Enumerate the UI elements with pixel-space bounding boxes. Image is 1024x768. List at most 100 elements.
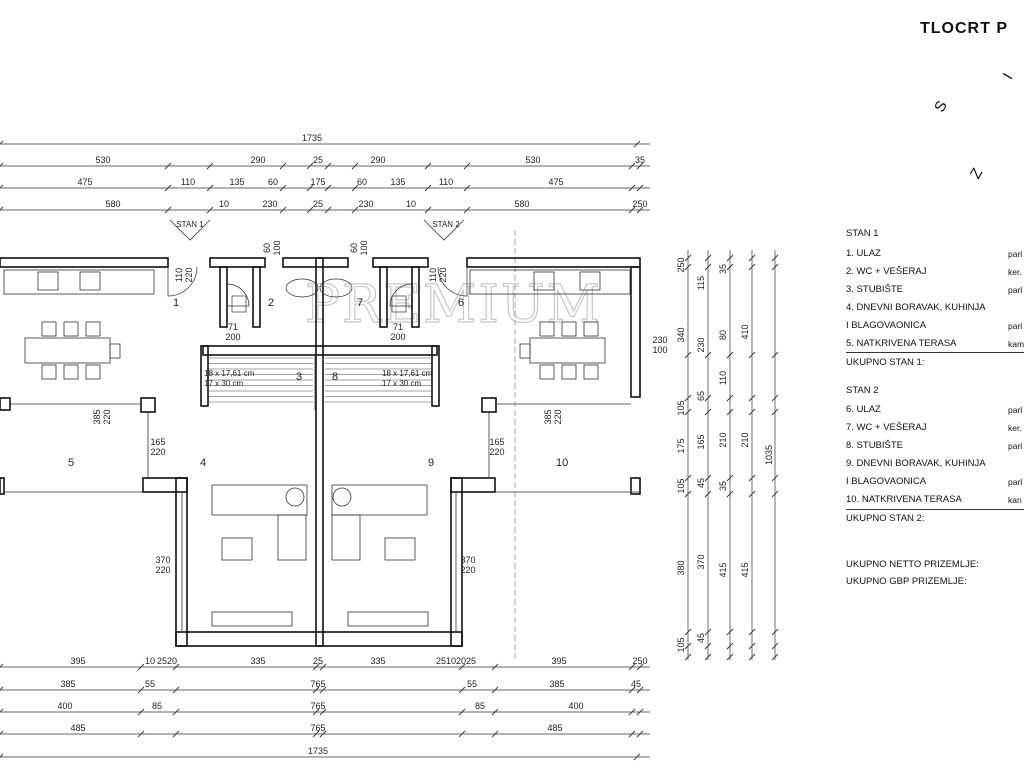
- dimension-tick: [748, 653, 756, 661]
- opening-dim-b: 220: [150, 447, 165, 457]
- dimension-tick: [704, 394, 712, 402]
- drawing-title: TLOCRT P: [920, 20, 1008, 37]
- legend-item-label: 5. NATKRIVENA TERASA: [846, 338, 957, 349]
- right-dim-label: 80: [718, 330, 728, 340]
- top-overall-dim: 1735: [302, 133, 322, 143]
- top-dim-label: 580: [514, 199, 529, 209]
- legend-item-label: I BLAGOVAONICA: [846, 320, 927, 331]
- bottom-dim-label: 400: [57, 701, 72, 711]
- dimension-tick: [771, 263, 779, 271]
- top-dim-label: 230: [358, 199, 373, 209]
- opening-dim-a: 60: [262, 243, 272, 253]
- bottom-dim-label: 335: [370, 656, 385, 666]
- opening-dim-a: 110: [174, 268, 184, 282]
- bottom-dim-label: 20: [167, 656, 177, 666]
- room-number: 6: [458, 297, 464, 309]
- dimension-tick: [633, 140, 641, 148]
- dimension-tick: [137, 686, 145, 694]
- room-number: 2: [268, 297, 274, 309]
- dimension-tick: [684, 628, 692, 636]
- dimension-tick: [279, 184, 287, 192]
- opening-dim-a: 370: [460, 555, 475, 565]
- legend-item: 9. DNEVNI BORAVAK, KUHINJA: [846, 458, 986, 469]
- top-dim-label: 530: [525, 155, 540, 165]
- opening-dim-a: 385: [543, 409, 553, 424]
- right-dim-label: 45: [696, 478, 706, 488]
- top-dim-label: 25: [313, 199, 323, 209]
- legend-item: 3. STUBIŠTE: [846, 284, 903, 295]
- legend-item-material: parl: [1008, 405, 1023, 415]
- dimension-tick: [684, 351, 692, 359]
- room-number: 9: [428, 457, 434, 469]
- legend-separator: [846, 352, 1024, 353]
- legend-item-material: ker.: [1008, 267, 1022, 277]
- dimension-tick: [684, 254, 692, 262]
- dimension-tick: [0, 162, 4, 167]
- dimension-tick: [324, 162, 332, 170]
- right-overall-dim: 1035: [764, 445, 774, 465]
- dimension-tick: [748, 490, 756, 498]
- stair-label-2: STAN 2: [432, 220, 460, 229]
- dimension-tick: [0, 663, 4, 668]
- bottom-overall-dim: 1735: [308, 746, 328, 756]
- dimension-tick: [636, 686, 644, 694]
- top-dim-label: 230: [262, 199, 277, 209]
- dimension-tick: [351, 184, 359, 192]
- legend-item-material: parl: [1008, 441, 1023, 451]
- dimension-tick: [312, 730, 320, 738]
- compass-letter-z: Z: [966, 165, 987, 182]
- bottom-dim-label: 55: [145, 679, 155, 689]
- top-dim-label: 580: [105, 199, 120, 209]
- dimension-tick: [636, 708, 644, 716]
- bottom-dim-label: 765: [310, 679, 325, 689]
- dimension-tick: [319, 663, 327, 671]
- dimension-tick: [137, 663, 145, 671]
- top-dim-label: 175: [310, 177, 325, 187]
- legend-item-label: 10. NATKRIVENA TERASA: [846, 494, 962, 505]
- right-dim-label: 230: [696, 337, 706, 352]
- legend-item-label: 3. STUBIŠTE: [846, 284, 904, 295]
- stair-spec-1b: 17 x 30 cm: [204, 379, 243, 388]
- legend-item-label: 9. DNEVNI BORAVAK, KUHINJA: [846, 458, 986, 469]
- dimension-tick: [172, 686, 180, 694]
- dimension-tick: [726, 408, 734, 416]
- dimension-tick: [771, 474, 779, 482]
- top-dim-label: 110: [439, 177, 453, 187]
- room-number: 10: [556, 457, 568, 469]
- opening-dim-b: 220: [438, 267, 448, 282]
- legend-item-material: ker.: [1008, 423, 1022, 433]
- legend-item: 10. NATKRIVENA TERASA: [846, 494, 962, 505]
- dimension-tick: [458, 708, 466, 716]
- dimension-tick: [306, 162, 314, 170]
- dimension-tick: [351, 206, 359, 214]
- dimension-tick: [726, 394, 734, 402]
- opening-dim-a: 165: [489, 437, 504, 447]
- right-dim-label: 45: [696, 633, 706, 643]
- dimension-tick: [704, 408, 712, 416]
- legend-netto-total: UKUPNO NETTO PRIZEMLJE:: [846, 559, 979, 570]
- dimension-tick: [726, 254, 734, 262]
- bottom-dim-label: 10: [446, 656, 456, 666]
- bottom-dim-label: 25: [436, 656, 446, 666]
- dimension-tick: [164, 206, 172, 214]
- bottom-dim-label: 485: [547, 723, 562, 733]
- dimension-tick: [771, 490, 779, 498]
- dimension-tick: [748, 351, 756, 359]
- right-dim-label: 105: [676, 478, 686, 493]
- top-dim-label: 475: [548, 177, 563, 187]
- legend-item-label: 1. ULAZ: [846, 248, 881, 259]
- dimension-tick: [771, 642, 779, 650]
- right-dim-label: 105: [676, 400, 686, 415]
- right-dim-label: 115: [696, 276, 706, 290]
- dimension-tick: [458, 730, 466, 738]
- right-dim-label: 175: [676, 438, 686, 453]
- opening-dim-b: 220: [155, 565, 170, 575]
- dimension-tick: [748, 263, 756, 271]
- top-dim-label: 60: [268, 177, 278, 187]
- dimension-tick: [748, 474, 756, 482]
- opening-dim-a: 165: [150, 437, 165, 447]
- dimension-tick: [351, 162, 359, 170]
